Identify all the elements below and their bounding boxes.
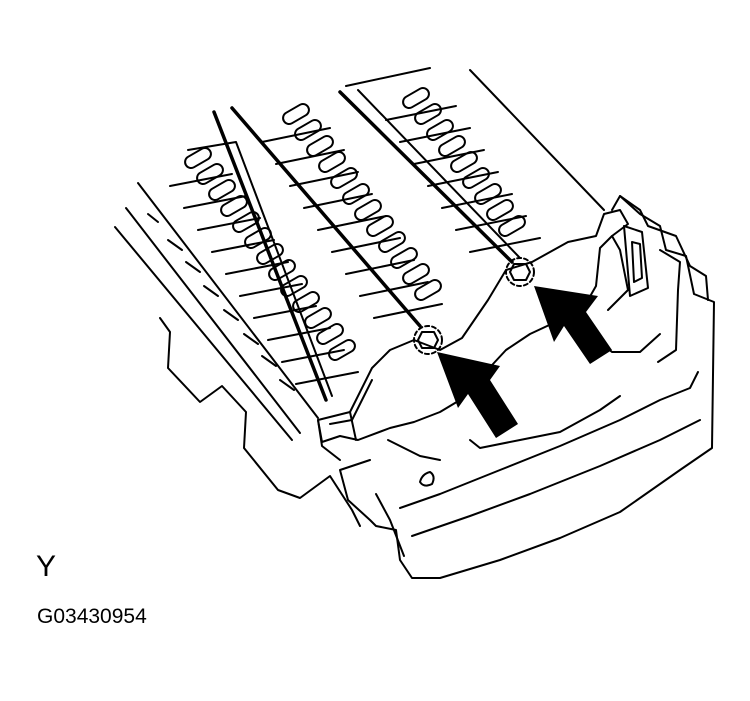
figure-code: G03430954 (37, 605, 147, 628)
module-2-cells (230, 89, 521, 328)
module-1-cells (169, 110, 359, 402)
left-cell-module (114, 182, 361, 527)
tray-body (317, 195, 715, 579)
arrow-left (437, 352, 518, 438)
nut-left (413, 325, 443, 355)
front-bracket (317, 209, 629, 443)
nut-right (505, 257, 535, 287)
view-label: Y (36, 550, 57, 583)
arrow-right (534, 286, 612, 364)
module-3-cells (345, 67, 605, 253)
